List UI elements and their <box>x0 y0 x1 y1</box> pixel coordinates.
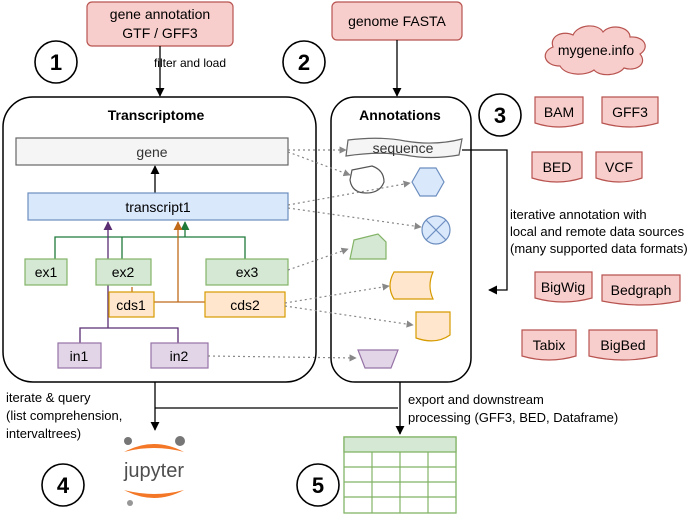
export-note: export and downstream processing (GFF3, … <box>408 392 618 425</box>
mygene-label: mygene.info <box>558 42 634 58</box>
annotations-title: Annotations <box>359 107 441 123</box>
ex3-connector <box>185 236 246 259</box>
format-box-vcf: VCF <box>595 151 643 183</box>
orange-annotation-shape-1 <box>389 271 434 300</box>
iterative-note-line1: iterative annotation with <box>510 207 647 222</box>
export-line1: export and downstream <box>408 392 544 407</box>
sequence-label: sequence <box>373 140 434 156</box>
step-3-circle: 3 <box>478 93 522 137</box>
format-label: BAM <box>544 104 574 120</box>
gene-to-gray-link <box>287 151 351 177</box>
gene-annotation-box: gene annotation GTF / GFF3 <box>86 1 234 47</box>
iterative-annotation-arrow <box>462 149 508 295</box>
jupyter-logo: jupyter <box>123 436 185 506</box>
format-box-bedgraph: Bedgraph <box>601 274 681 306</box>
gene-annotation-line2: GTF / GFF3 <box>122 25 198 41</box>
step-2-label: 2 <box>298 50 310 75</box>
cross-circle-annotation-shape <box>421 215 451 245</box>
cds-label: cds2 <box>230 297 260 313</box>
exon-label: ex1 <box>35 264 58 280</box>
cds-label: cds1 <box>116 297 146 313</box>
table-icon <box>343 436 457 514</box>
green-annotation-shape <box>349 233 387 260</box>
format-box-bigwig: BigWig <box>534 271 593 303</box>
format-box-bed: BED <box>531 151 583 183</box>
step-1-label: 1 <box>50 50 62 75</box>
format-label: BED <box>543 159 572 175</box>
gene-annotation-line1: gene annotation <box>110 6 210 22</box>
iterate-query-line3: intervaltrees) <box>6 426 81 441</box>
exon-label: ex2 <box>112 264 135 280</box>
annotation-links <box>207 146 422 362</box>
mygene-cloud: mygene.info <box>544 25 646 76</box>
format-label: Bedgraph <box>611 282 672 298</box>
exon-to-green-link <box>287 247 349 271</box>
iterate-query-line1: iterate & query <box>6 390 91 405</box>
iterative-note-line2: local and remote data sources <box>510 224 685 239</box>
sequence-shape: sequence <box>345 137 463 159</box>
format-label: VCF <box>605 159 633 175</box>
format-box-tabix: Tabix <box>521 329 577 361</box>
transcript-to-cross-link <box>287 207 422 230</box>
iterate-query-line2: (list comprehension, <box>6 408 122 423</box>
transcript-node: transcript1 <box>27 192 289 221</box>
step-3-label: 3 <box>494 103 506 128</box>
iterate-query-note: iterate & query (list comprehension, int… <box>6 390 122 441</box>
transcriptome-title: Transcriptome <box>108 107 205 123</box>
iterative-note-line3: (many supported data formats) <box>510 241 688 256</box>
orange-annotation-shape-2 <box>415 311 451 342</box>
intron-node-1: in1 <box>57 342 102 369</box>
format-label: BigBed <box>600 337 645 353</box>
iterative-note: iterative annotation with local and remo… <box>510 207 688 256</box>
export-line2: processing (GFF3, BED, Dataframe) <box>408 410 618 425</box>
cds-node-1: cds1 <box>108 291 155 318</box>
genome-fasta-label: genome FASTA <box>348 13 446 29</box>
exon-node-1: ex1 <box>24 258 68 286</box>
intron-label: in2 <box>170 348 189 364</box>
ex1-connector <box>54 236 185 259</box>
step-4-label: 4 <box>57 473 70 498</box>
gene-node: gene <box>15 137 289 166</box>
exon-node-3: ex3 <box>205 258 289 286</box>
cds-node-2: cds2 <box>204 291 286 318</box>
gene-label: gene <box>136 144 167 160</box>
step-4-circle: 4 <box>41 463 85 507</box>
format-box-bigbed: BigBed <box>588 329 658 361</box>
introns-connector <box>79 327 179 343</box>
format-box-bam: BAM <box>534 96 584 128</box>
filter-load-label: filter and load <box>154 56 226 70</box>
gray-annotation-shape <box>349 165 385 194</box>
transcript-to-hexagon-link <box>287 180 411 206</box>
intron-label: in1 <box>70 348 89 364</box>
step-5-circle: 5 <box>296 463 340 507</box>
exon-label: ex3 <box>236 264 259 280</box>
genome-fasta-box: genome FASTA <box>331 1 463 41</box>
step-1-circle: 1 <box>34 40 78 84</box>
step-2-circle: 2 <box>282 40 326 84</box>
cds-to-orange-link-2 <box>284 305 414 328</box>
intron-node-2: in2 <box>150 342 209 369</box>
jupyter-wordmark: jupyter <box>123 460 184 482</box>
purple-annotation-shape <box>357 349 399 369</box>
format-label: GFF3 <box>612 104 648 120</box>
step-5-label: 5 <box>312 473 324 498</box>
transcript-label: transcript1 <box>125 199 191 215</box>
exon-node-2: ex2 <box>95 258 152 286</box>
format-box-gff3: GFF3 <box>601 96 659 128</box>
hexagon-annotation-shape <box>411 167 445 197</box>
format-label: BigWig <box>541 279 585 295</box>
format-label: Tabix <box>533 337 566 353</box>
